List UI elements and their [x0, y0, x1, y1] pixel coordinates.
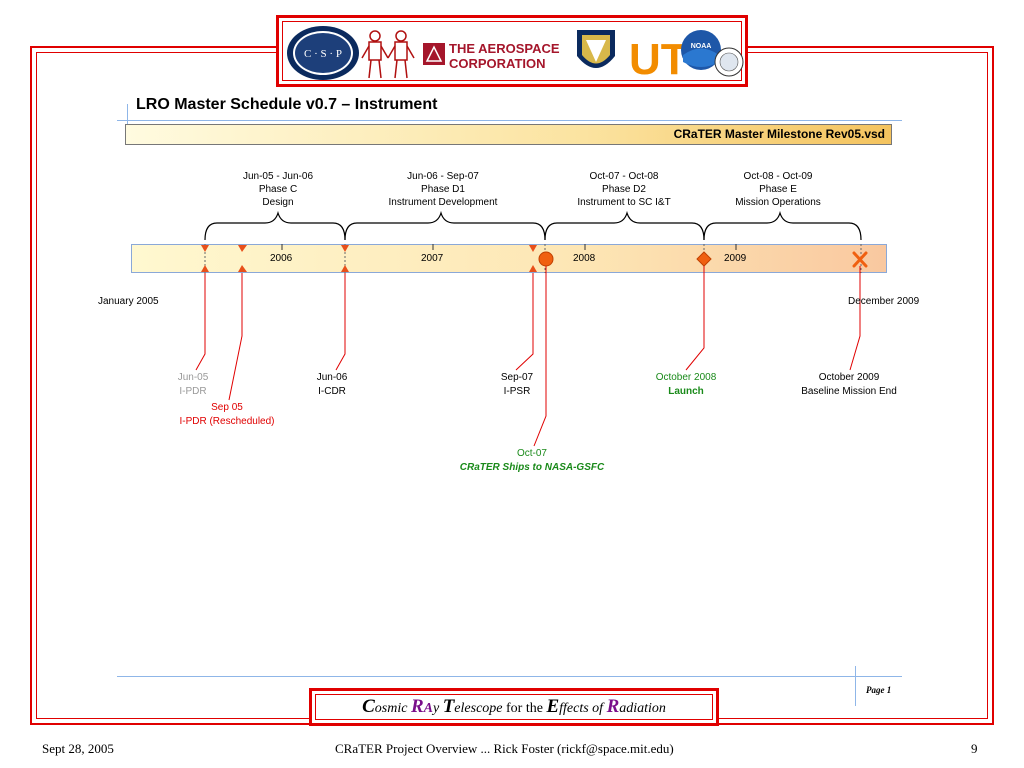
leader-line-pdr-resched — [228, 273, 243, 401]
milestone-marker-pdr — [201, 265, 209, 272]
milestone-pdr-name: I-PDR — [179, 386, 207, 397]
phase-d1-label: Jun-06 - Sep-07 Phase D1 Instrument Deve… — [368, 170, 518, 209]
milestone-launch-label: October 2008 Launch — [616, 371, 756, 399]
phase-d1-dates: Jun-06 - Sep-07 — [407, 171, 479, 182]
banner-label: CRaTER Master Milestone Rev05.vsd — [673, 127, 885, 141]
divider-line-bottom — [117, 676, 902, 677]
commerce-seal-logo — [714, 47, 744, 77]
milestone-circle-ship — [538, 251, 554, 267]
aerospace-logo-line2: CORPORATION — [449, 56, 546, 71]
leader-line-cdr — [335, 273, 346, 371]
milestone-diamond-launch — [696, 251, 712, 267]
milestone-banner: CRaTER Master Milestone Rev05.vsd — [125, 124, 892, 145]
noaa-logo-text: NOAA — [691, 43, 712, 50]
milestone-ship-date: Oct-07 — [516, 448, 547, 459]
milestone-marker-psr — [529, 265, 537, 272]
milestone-end-name: Baseline Mission End — [801, 386, 897, 397]
phase-c-name: Phase C — [258, 184, 298, 195]
milestone-pdr-resched-date: Sep 05 — [211, 402, 243, 413]
milestone-pdr-resched-label: Sep 05 I-PDR (Rescheduled) — [157, 401, 297, 429]
phase-d2-label: Oct-07 - Oct-08 Phase D2 Instrument to S… — [549, 170, 699, 209]
ut-logo: UT — [629, 35, 688, 84]
milestone-cdr-label: Jun-06 I-CDR — [262, 371, 402, 399]
timeline-bar — [131, 244, 887, 273]
milestone-marker-pdr-resched — [238, 265, 247, 272]
phase-d1-desc: Instrument Development — [388, 197, 498, 208]
phase-e-desc: Mission Operations — [735, 197, 821, 208]
phase-e-dates: Oct-08 - Oct-09 — [743, 171, 813, 182]
year-2007-label: 2007 — [421, 253, 444, 264]
milestone-psr-name: I-PSR — [503, 386, 531, 397]
milestone-pdr-date: Jun-05 — [177, 372, 209, 383]
range-end-label: December 2009 — [848, 296, 920, 307]
milestone-pdr-label: Jun-05 I-PDR — [123, 371, 263, 399]
tagline: Cosmic RAy Telescope for the Effects of … — [315, 694, 713, 720]
divider-tick-bottom — [855, 666, 856, 706]
milestone-cdr-date: Jun-06 — [316, 372, 348, 383]
timeline-graphics — [195, 210, 868, 447]
year-2006-label: 2006 — [270, 253, 293, 264]
ut-logo-text: UT — [629, 35, 688, 84]
brace-phase-e — [703, 210, 862, 241]
noaa-logo: NOAA — [681, 30, 721, 70]
milestone-launch-name: Launch — [668, 386, 704, 397]
footer-date: Sept 28, 2005 — [42, 741, 114, 756]
divider-line-top — [117, 120, 902, 121]
milestone-end-date: October 2009 — [818, 372, 880, 383]
leader-line-ship — [533, 266, 547, 447]
astronaut-figures-logo — [361, 30, 415, 79]
tagline-box: Cosmic RAy Telescope for the Effects of … — [309, 688, 719, 726]
brace-phase-d2 — [544, 210, 705, 241]
milestone-triangle-pdr-resched — [238, 245, 247, 252]
phase-d2-desc: Instrument to SC I&T — [577, 197, 671, 208]
milestone-end-label: October 2009 Baseline Mission End — [779, 371, 919, 399]
brace-phase-c — [204, 210, 346, 241]
milestone-triangle-pdr — [201, 245, 209, 252]
brace-phase-d1 — [344, 210, 546, 241]
range-start-label: January 2005 — [98, 296, 159, 307]
milestone-triangle-cdr — [341, 245, 349, 252]
leader-line-end — [849, 266, 861, 371]
milestone-psr-label: Sep-07 I-PSR — [447, 371, 587, 399]
year-2008-label: 2008 — [573, 253, 596, 264]
aerospace-logo: THE AEROSPACE CORPORATION — [423, 41, 560, 71]
footer-center: CRaTER Project Overview ... Rick Foster … — [335, 741, 674, 756]
phase-c-dates: Jun-05 - Jun-06 — [242, 171, 314, 182]
page-label: Page 1 — [866, 685, 892, 695]
milestone-cdr-name: I-CDR — [318, 386, 346, 397]
air-force-shield-logo — [577, 30, 615, 68]
phase-c-label: Jun-05 - Jun-06 Phase C Design — [203, 170, 353, 209]
milestone-ship-name: CRaTER Ships to NASA-GSFC — [459, 462, 605, 473]
phase-d2-name: Phase D2 — [602, 184, 646, 195]
milestone-launch-date: October 2008 — [655, 372, 717, 383]
page-title: LRO Master Schedule v0.7 – Instrument — [136, 96, 438, 113]
leader-line-psr — [515, 273, 534, 371]
milestone-triangle-psr — [529, 245, 537, 252]
phase-e-name: Phase E — [759, 184, 797, 195]
phase-c-desc: Design — [262, 197, 294, 208]
year-2009-label: 2009 — [724, 253, 747, 264]
milestone-pdr-resched-name: I-PDR (Rescheduled) — [179, 416, 275, 427]
phase-d2-dates: Oct-07 - Oct-08 — [589, 171, 659, 182]
logo-bar: C · S · P THE AEROSPACE CORPORATION — [276, 15, 748, 87]
footer-page-number: 9 — [971, 741, 978, 756]
leader-line-launch — [685, 266, 705, 371]
milestone-psr-date: Sep-07 — [500, 372, 534, 383]
phase-d1-name: Phase D1 — [421, 184, 465, 195]
csp-logo-text: C · S · P — [304, 48, 342, 60]
phase-e-label: Oct-08 - Oct-09 Phase E Mission Operatio… — [703, 170, 853, 209]
leader-line-pdr — [195, 273, 206, 371]
milestone-ship-label: Oct-07 CRaTER Ships to NASA-GSFC — [432, 447, 632, 475]
csp-logo: C · S · P — [287, 26, 359, 80]
milestone-marker-cdr — [341, 265, 349, 272]
milestone-x-mission-end — [852, 251, 868, 268]
aerospace-logo-line1: THE AEROSPACE — [449, 41, 560, 56]
